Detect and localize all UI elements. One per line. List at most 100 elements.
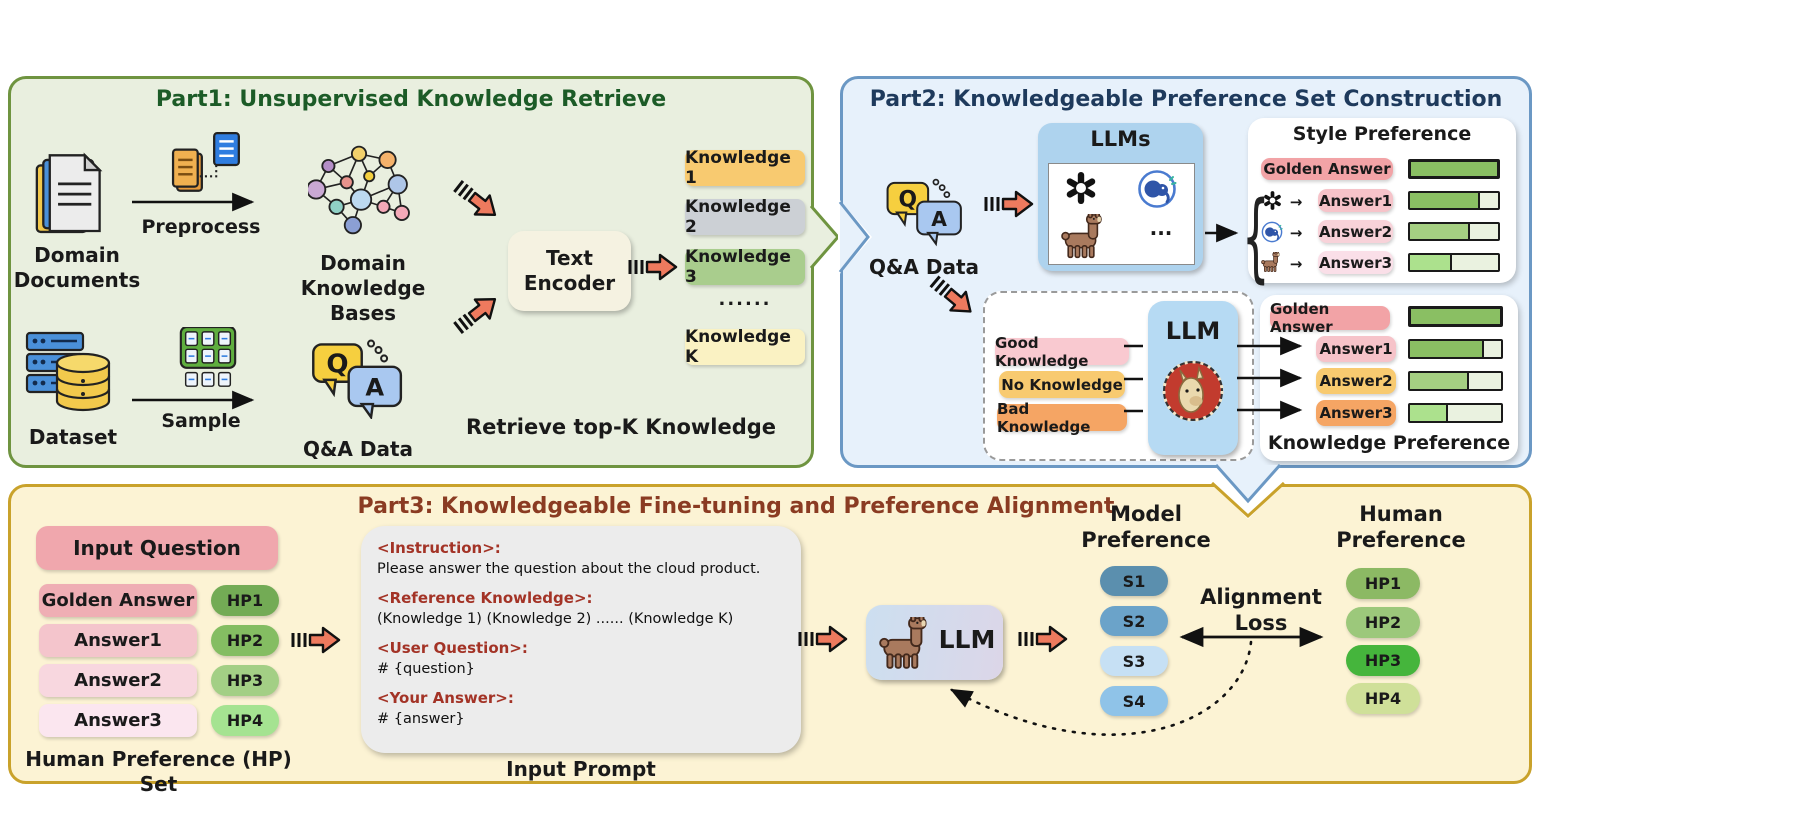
llms-inner-card: ... (1048, 163, 1195, 265)
hp-answer-box: Golden Answer (39, 584, 197, 617)
knowledge-ellipsis: ...... (718, 289, 772, 310)
llm-label: LLM (938, 625, 996, 654)
kp-bar (1408, 371, 1503, 391)
llms-label: LLMs (1090, 127, 1151, 151)
hp-pill: HP4 (211, 705, 279, 736)
arrow-glyph: → (1289, 224, 1303, 242)
kp-row-label: Answer2 (1316, 368, 1396, 394)
human-pref-pill: HP2 (1346, 607, 1420, 638)
alignment-loss-label: Alignment Loss (1200, 585, 1322, 635)
style-row-label: Answer3 (1318, 251, 1393, 274)
knowledge-item: Knowledge 2 (685, 197, 805, 237)
knowledge-graph-icon (308, 143, 410, 241)
elephant-llm-icon (1261, 221, 1283, 243)
style-bar (1408, 159, 1500, 179)
input-prompt-caption: Input Prompt (506, 757, 656, 781)
llama-icon (1260, 252, 1284, 273)
prompt-text: # {answer} (377, 711, 465, 727)
domain-documents-icon (35, 151, 107, 239)
qa-bubbles-icon (886, 170, 964, 252)
llms-ellipsis: ... (1149, 216, 1173, 240)
qa-data-label: Q&A Data (868, 255, 980, 279)
model-pref-pill: S1 (1100, 566, 1168, 596)
hp-set-caption: Human Preference (HP) Set (25, 747, 292, 796)
qa-bubbles-icon (308, 337, 408, 419)
part3-panel: Part3: Knowledgeable Fine-tuning and Pre… (8, 484, 1532, 796)
llm-box: LLM (866, 605, 1003, 680)
llm-box: LLM (1148, 301, 1238, 455)
style-row-label: Answer2 (1318, 220, 1393, 243)
model-preference-title: Model Preference (1081, 502, 1211, 552)
openai-icon (1063, 170, 1099, 206)
sampled-docs-icon (173, 327, 243, 393)
domain-documents-label: Domain Documents (13, 243, 141, 292)
kp-bar (1408, 403, 1503, 423)
prompt-text: (Knowledge 1) (Knowledge 2) ...... (Know… (377, 611, 734, 627)
style-preference-title: Style Preference (1292, 123, 1472, 145)
kp-bar (1408, 306, 1503, 327)
no-knowledge-box: No Knowledge (999, 371, 1125, 398)
hp-pill: HP3 (211, 665, 279, 696)
llama-icon (1057, 214, 1113, 260)
part3-title: Part3: Knowledgeable Fine-tuning and Pre… (357, 494, 1115, 519)
qa-data-label: Q&A Data (302, 437, 414, 461)
knowledge-item: Knowledge 3 (685, 247, 805, 287)
openai-icon (1262, 190, 1283, 211)
llama-circle-icon (1161, 359, 1225, 423)
prompt-text: # {question} (377, 661, 475, 677)
prompt-tag: <Instruction>: (377, 539, 501, 557)
arrow-glyph: → (1289, 255, 1303, 273)
hp-pill: HP2 (211, 625, 279, 656)
knowledge-item: Knowledge 1 (685, 148, 805, 188)
llm-label: LLM (1165, 317, 1221, 345)
knowledge-preference-title: Knowledge Preference (1267, 432, 1511, 454)
human-pref-pill: HP1 (1346, 568, 1420, 599)
hp-answer-box: Answer1 (39, 624, 197, 657)
hp-answer-box: Answer3 (39, 704, 197, 737)
sample-label: Sample (161, 410, 241, 432)
llms-box: LLMs ... (1038, 123, 1203, 271)
text-encoder-box: Text Encoder (508, 231, 631, 311)
style-bar (1408, 253, 1500, 272)
model-pref-pill: S3 (1100, 646, 1168, 676)
human-preference-title: Human Preference (1336, 502, 1466, 552)
style-row-label: Answer1 (1318, 189, 1393, 212)
human-pref-pill: HP4 (1346, 683, 1420, 714)
domain-knowledge-bases-label: Domain Knowledge Bases (300, 251, 426, 325)
knowledge-item: Knowledge K (685, 327, 805, 367)
preprocess-docs-icon (171, 131, 245, 197)
part2-panel: Part2: Knowledgeable Preference Set Cons… (840, 76, 1532, 468)
style-bar (1408, 191, 1500, 210)
part1-panel: Part1: Unsupervised Knowledge Retrieve D… (8, 76, 814, 468)
model-pref-pill: S4 (1100, 686, 1168, 716)
good-knowledge-box: Good Knowledge (995, 334, 1129, 370)
knowledge-preference-card: Golden Answer Answer1 Answer2 Answer3 Kn… (1260, 295, 1518, 461)
style-preference-card: Style Preference { Golden Answer → Answe… (1242, 118, 1516, 293)
model-pref-pill: S2 (1100, 606, 1168, 636)
elephant-llm-icon (1137, 169, 1177, 209)
kp-row-label: Answer1 (1316, 336, 1396, 362)
style-row-label: Golden Answer (1261, 158, 1393, 180)
part2-title: Part2: Knowledgeable Preference Set Cons… (869, 87, 1503, 112)
prompt-tag: <Your Answer>: (377, 689, 514, 707)
kp-row-label: Golden Answer (1270, 300, 1390, 336)
kp-row-label: Answer3 (1316, 400, 1396, 426)
style-bar (1408, 222, 1500, 241)
dataset-label: Dataset (28, 425, 118, 449)
bad-knowledge-box: Bad Knowledge (997, 400, 1127, 436)
input-prompt-box: <Instruction>: Please answer the questio… (361, 526, 801, 753)
part1-title: Part1: Unsupervised Knowledge Retrieve (155, 87, 667, 112)
dataset-icon (25, 331, 117, 415)
prompt-tag: <Reference Knowledge>: (377, 589, 593, 607)
preprocess-label: Preprocess (141, 216, 261, 238)
retrieve-topk-label: Retrieve top-K Knowledge (465, 415, 777, 439)
human-pref-pill: HP3 (1346, 645, 1420, 676)
prompt-text: Please answer the question about the clo… (377, 561, 761, 577)
hp-answer-box: Answer2 (39, 664, 197, 697)
llama-icon (876, 617, 938, 671)
input-question-box: Input Question (36, 526, 278, 570)
prompt-tag: <User Question>: (377, 639, 528, 657)
hp-pill: HP1 (211, 585, 279, 616)
kp-bar (1408, 339, 1503, 359)
